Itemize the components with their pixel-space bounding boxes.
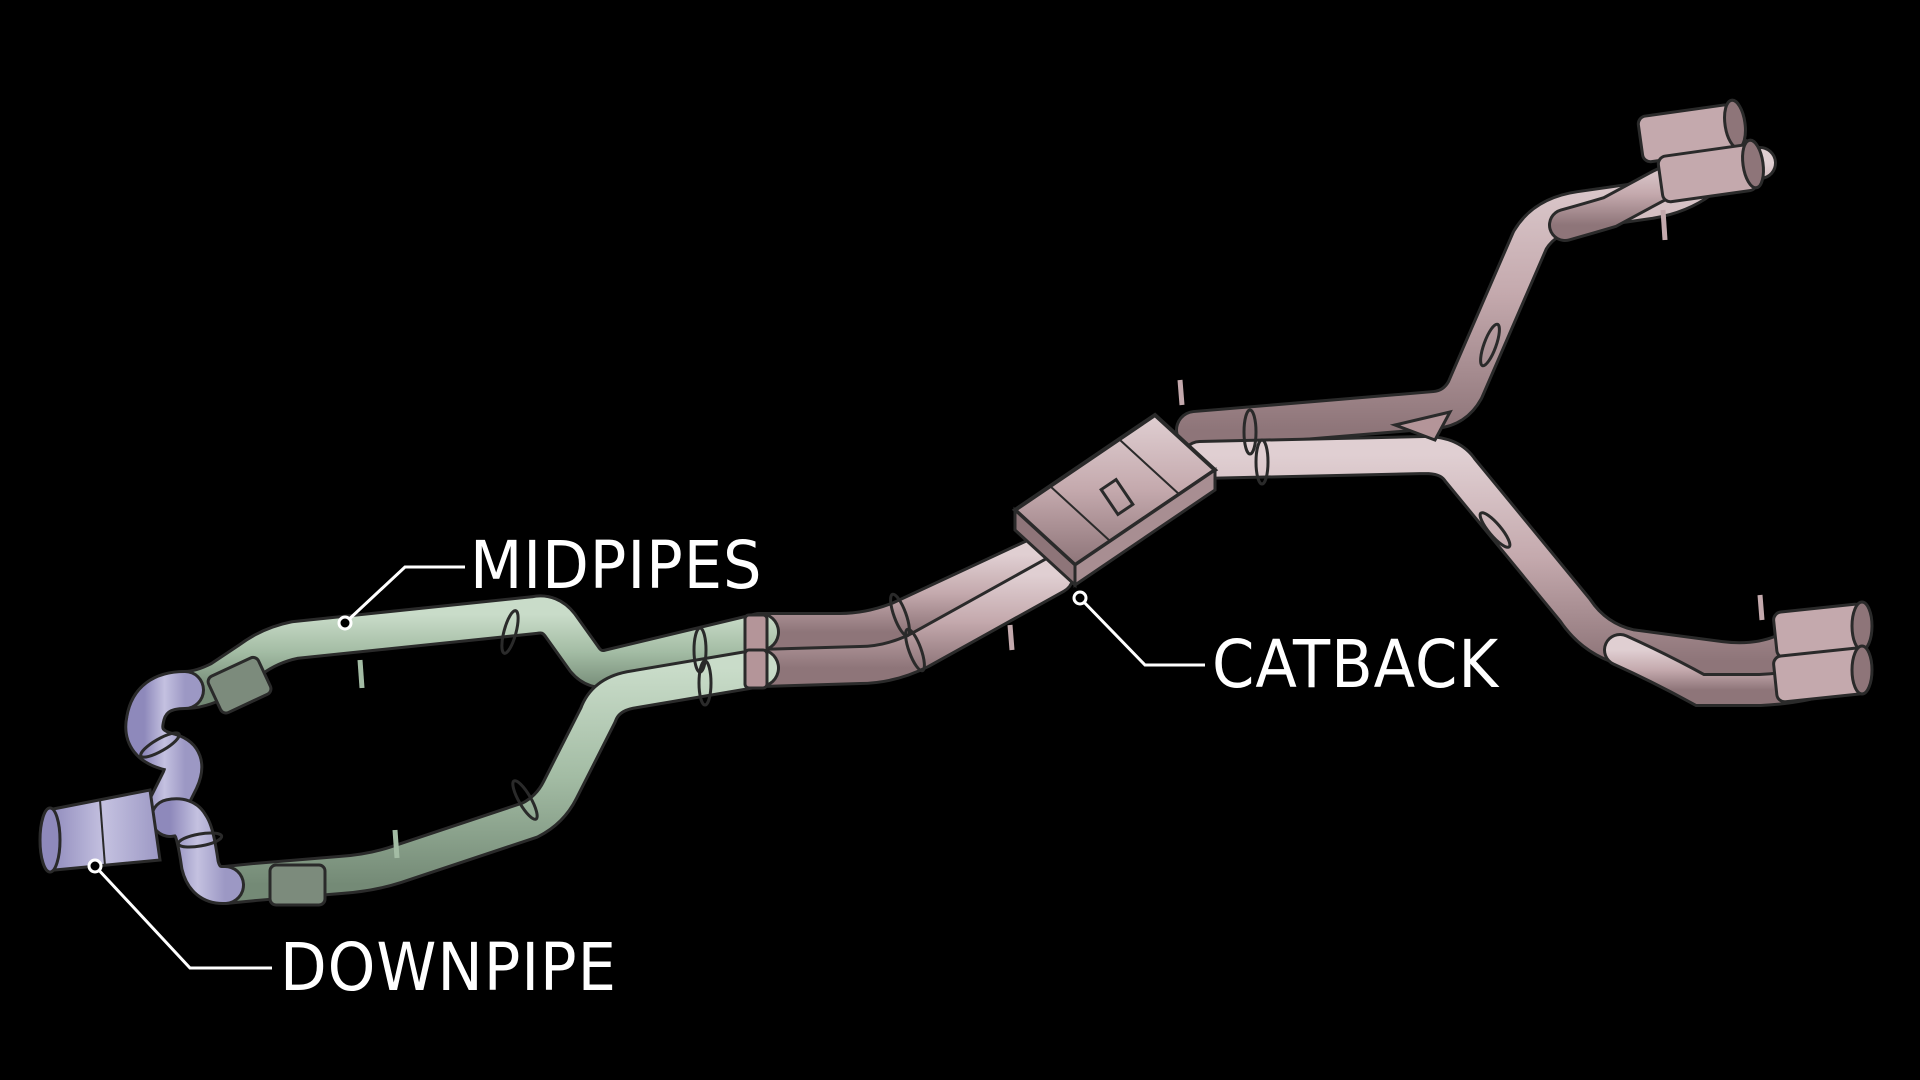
midpipes-section (165, 594, 780, 907)
catback-label: CATBACK (1212, 626, 1500, 703)
exhaust-tip-upper (1636, 98, 1765, 204)
downpipe-label: DOWNPIPE (280, 929, 617, 1006)
exhaust-tip-lower (1772, 600, 1874, 704)
downpipe-section (38, 670, 245, 905)
downpipe-body (38, 788, 162, 874)
callout-line-catback (1078, 596, 1205, 667)
flex-joint-upper (206, 655, 273, 715)
flex-joint-lower (268, 863, 327, 907)
midpipes-label: MIDPIPES (470, 527, 763, 604)
midpipe-lower (205, 648, 780, 905)
catback-section (740, 98, 1874, 707)
callout-line-downpipe (93, 864, 272, 970)
callout-line-midpipes (343, 565, 465, 625)
muffler (1011, 412, 1219, 589)
callout-lines (87, 565, 1205, 970)
